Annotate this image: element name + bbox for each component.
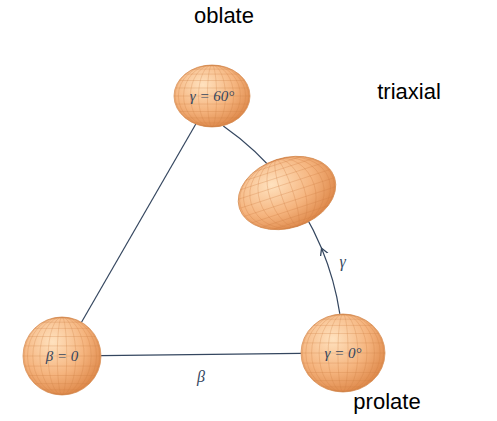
axis-label: β (197, 369, 205, 385)
triangle-edge (101, 353, 301, 355)
ellipsoid-figure (237, 158, 337, 228)
ellipsoid-node: β = 0 (23, 317, 101, 395)
ellipsoid-node: triaxial (237, 158, 337, 228)
shape-name: oblate (194, 5, 254, 27)
ellipsoid-node: oblateγ = 60° (174, 65, 250, 127)
shape-name: triaxial (377, 81, 441, 103)
parameter-label: β = 0 (46, 349, 79, 364)
ellipsoid-node: γ = 0°prolate (301, 314, 385, 392)
shape-name: prolate (353, 391, 420, 413)
triangle-edge (81, 124, 195, 322)
parameter-label: γ = 60° (190, 89, 235, 104)
axis-label: γ (340, 254, 346, 270)
parameter-label: γ = 0° (324, 346, 361, 361)
